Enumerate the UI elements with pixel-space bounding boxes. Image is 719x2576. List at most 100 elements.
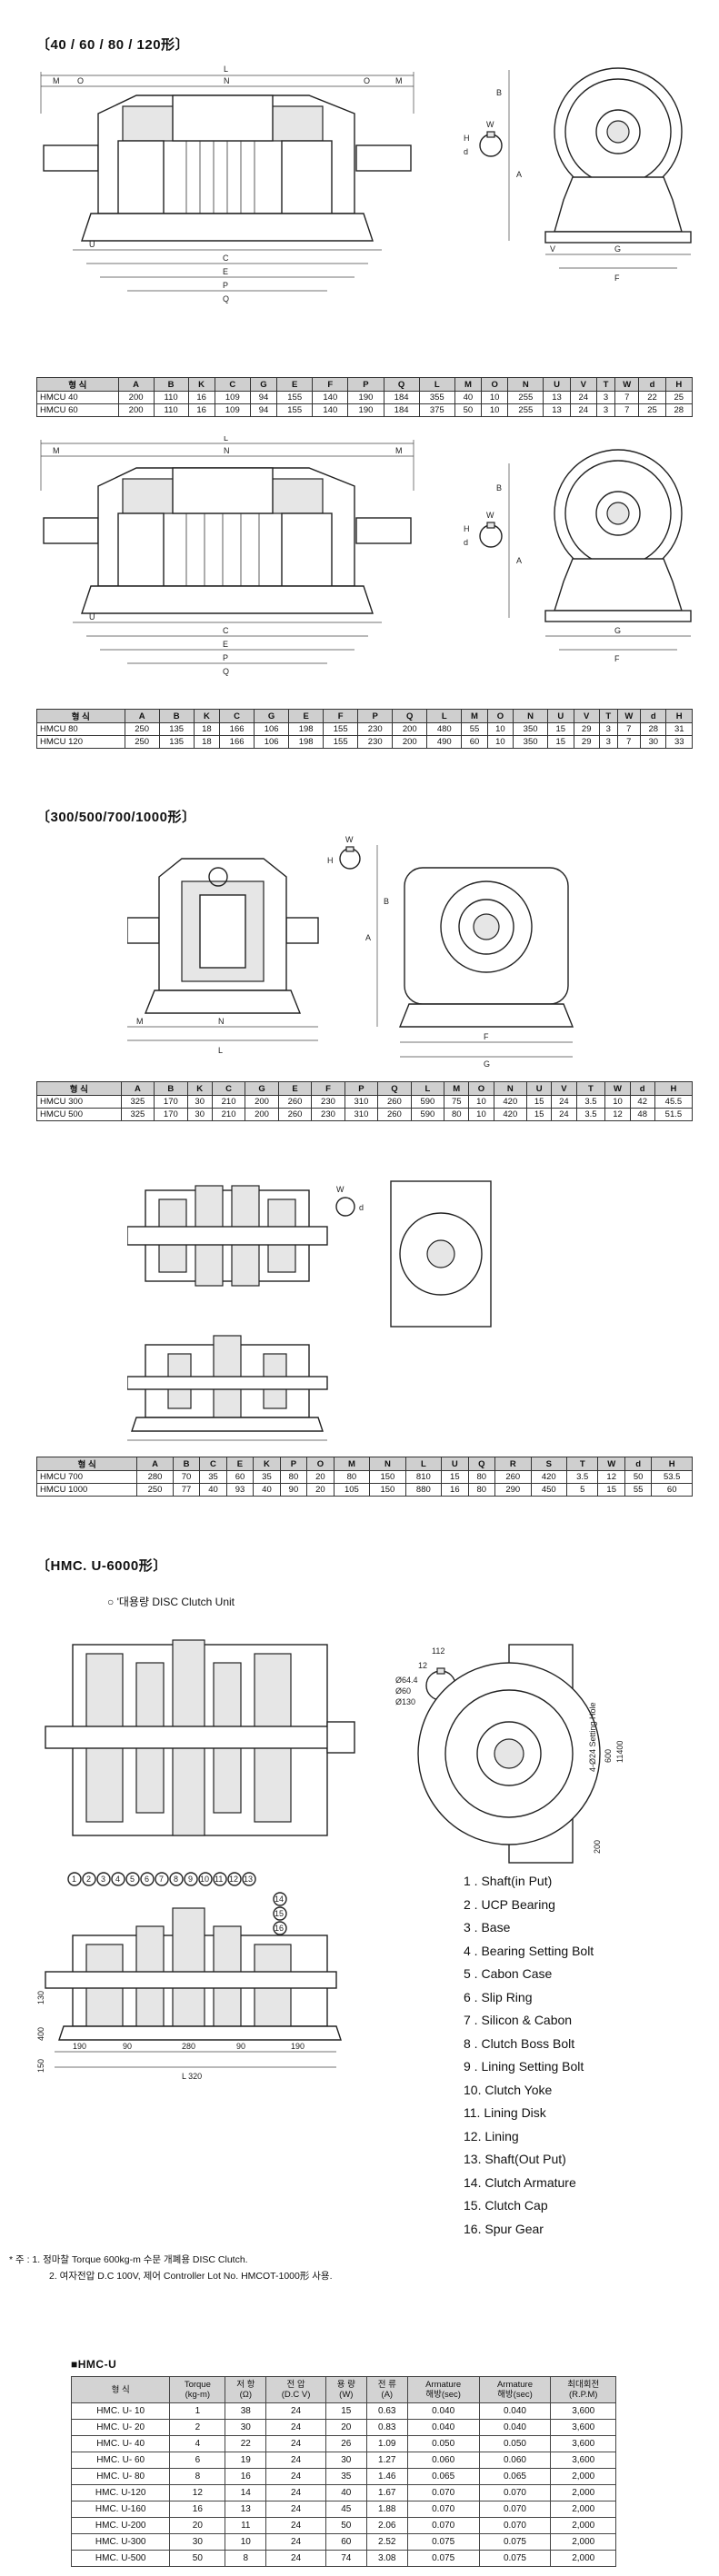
- svg-text:d: d: [464, 538, 468, 547]
- svg-text:5: 5: [130, 1875, 135, 1884]
- svg-text:B: B: [384, 897, 389, 906]
- parts-list-item: 10. Clutch Yoke: [464, 2082, 553, 2097]
- note-2: 2. 여자전압 D.C 100V, 제어 Controller Lot No. …: [49, 2271, 333, 2282]
- svg-text:M: M: [395, 446, 403, 455]
- section-title-40-120: 〔40 / 60 / 80 / 120形〕: [36, 37, 190, 53]
- svg-text:M: M: [136, 1017, 144, 1026]
- svg-text:Ø130: Ø130: [395, 1697, 415, 1706]
- parts-list-item: 16. Spur Gear: [464, 2221, 544, 2236]
- svg-text:L: L: [224, 65, 228, 74]
- parts-list-item: 14. Clutch Armature: [464, 2174, 576, 2190]
- drawing-hmcu-6000: 11 2 12 Ø64.4 Ø60 Ø130 4-Ø24 Setting Hole…: [36, 1639, 624, 2081]
- svg-text:15: 15: [275, 1909, 284, 1918]
- svg-text:4-Ø24 Setting Hole: 4-Ø24 Setting Hole: [588, 1702, 597, 1772]
- drawing-hmcu-700-1000: W d: [127, 1180, 492, 1441]
- svg-text:M: M: [53, 446, 60, 455]
- svg-text:B: B: [496, 88, 502, 97]
- svg-text:190: 190: [73, 2042, 86, 2051]
- svg-text:G: G: [484, 1059, 490, 1068]
- section-subtitle-disc-clutch: ○ '대용량 DISC Clutch Unit: [107, 1596, 235, 1608]
- svg-text:11400: 11400: [615, 1741, 624, 1763]
- svg-text:14: 14: [275, 1895, 284, 1904]
- svg-text:U: U: [89, 240, 95, 249]
- svg-text:E: E: [223, 640, 228, 649]
- parts-list-item: 13. Shaft(Out Put): [464, 2152, 566, 2166]
- svg-text:280: 280: [182, 2042, 195, 2051]
- svg-text:A: A: [516, 170, 522, 179]
- svg-text:M: M: [53, 76, 60, 85]
- svg-text:6: 6: [145, 1875, 149, 1884]
- svg-text:P: P: [223, 281, 228, 290]
- section-title-u6000: 〔HMC. U-6000形〕: [36, 1558, 167, 1574]
- svg-text:Ø64.4: Ø64.4: [395, 1676, 418, 1685]
- svg-text:G: G: [614, 244, 621, 254]
- parts-list-item: 1 . Shaft(in Put): [464, 1874, 553, 1888]
- svg-text:9: 9: [188, 1875, 193, 1884]
- svg-text:Q: Q: [223, 667, 229, 676]
- svg-text:H: H: [327, 856, 334, 865]
- svg-text:90: 90: [123, 2042, 132, 2051]
- svg-text:2: 2: [86, 1875, 91, 1884]
- svg-text:W: W: [486, 511, 494, 520]
- svg-text:3: 3: [101, 1875, 105, 1884]
- svg-text:13: 13: [244, 1875, 253, 1884]
- svg-text:O: O: [364, 76, 370, 85]
- drawing-hmcu-40-60: L M O N O M U C E P Q W H d B A V G F: [40, 65, 692, 303]
- svg-text:C: C: [223, 626, 229, 635]
- svg-text:N: N: [224, 76, 230, 85]
- svg-text:16: 16: [275, 1924, 284, 1933]
- svg-text:Q: Q: [223, 294, 229, 303]
- svg-text:H: H: [464, 524, 470, 533]
- drawing-hmcu-80-120: L M N M U C E P Q W H d B A G F: [40, 436, 692, 676]
- parts-list: 1 . Shaft(in Put) 2 . UCP Bearing 3 . Ba…: [464, 1870, 594, 2241]
- svg-text:W: W: [486, 120, 494, 129]
- svg-text:W: W: [336, 1185, 345, 1194]
- svg-text:F: F: [614, 274, 620, 283]
- svg-text:F: F: [614, 654, 620, 663]
- svg-text:A: A: [516, 556, 522, 565]
- svg-text:L 320: L 320: [182, 2072, 202, 2081]
- svg-text:G: G: [614, 626, 621, 635]
- svg-text:Ø60: Ø60: [395, 1686, 411, 1696]
- svg-text:L: L: [218, 1046, 223, 1055]
- svg-text:1: 1: [72, 1875, 76, 1884]
- svg-text:N: N: [218, 1017, 225, 1026]
- svg-text:11: 11: [215, 1875, 223, 1884]
- svg-text:U: U: [89, 612, 95, 622]
- parts-list-item: 15. Clutch Cap: [464, 2198, 548, 2213]
- parts-list-item: 6 . Slip Ring: [464, 1989, 533, 2004]
- svg-text:E: E: [223, 267, 228, 276]
- svg-text:O: O: [77, 76, 84, 85]
- svg-text:B: B: [496, 483, 502, 492]
- parts-list-item: 7 . Silicon & Cabon: [464, 2013, 573, 2027]
- svg-text:12: 12: [418, 1661, 427, 1670]
- svg-text:W: W: [345, 835, 354, 844]
- svg-text:200: 200: [593, 1840, 602, 1854]
- svg-text:P: P: [223, 653, 228, 662]
- svg-text:90: 90: [236, 2042, 245, 2051]
- svg-text:L: L: [224, 436, 228, 443]
- svg-text:N: N: [224, 446, 230, 455]
